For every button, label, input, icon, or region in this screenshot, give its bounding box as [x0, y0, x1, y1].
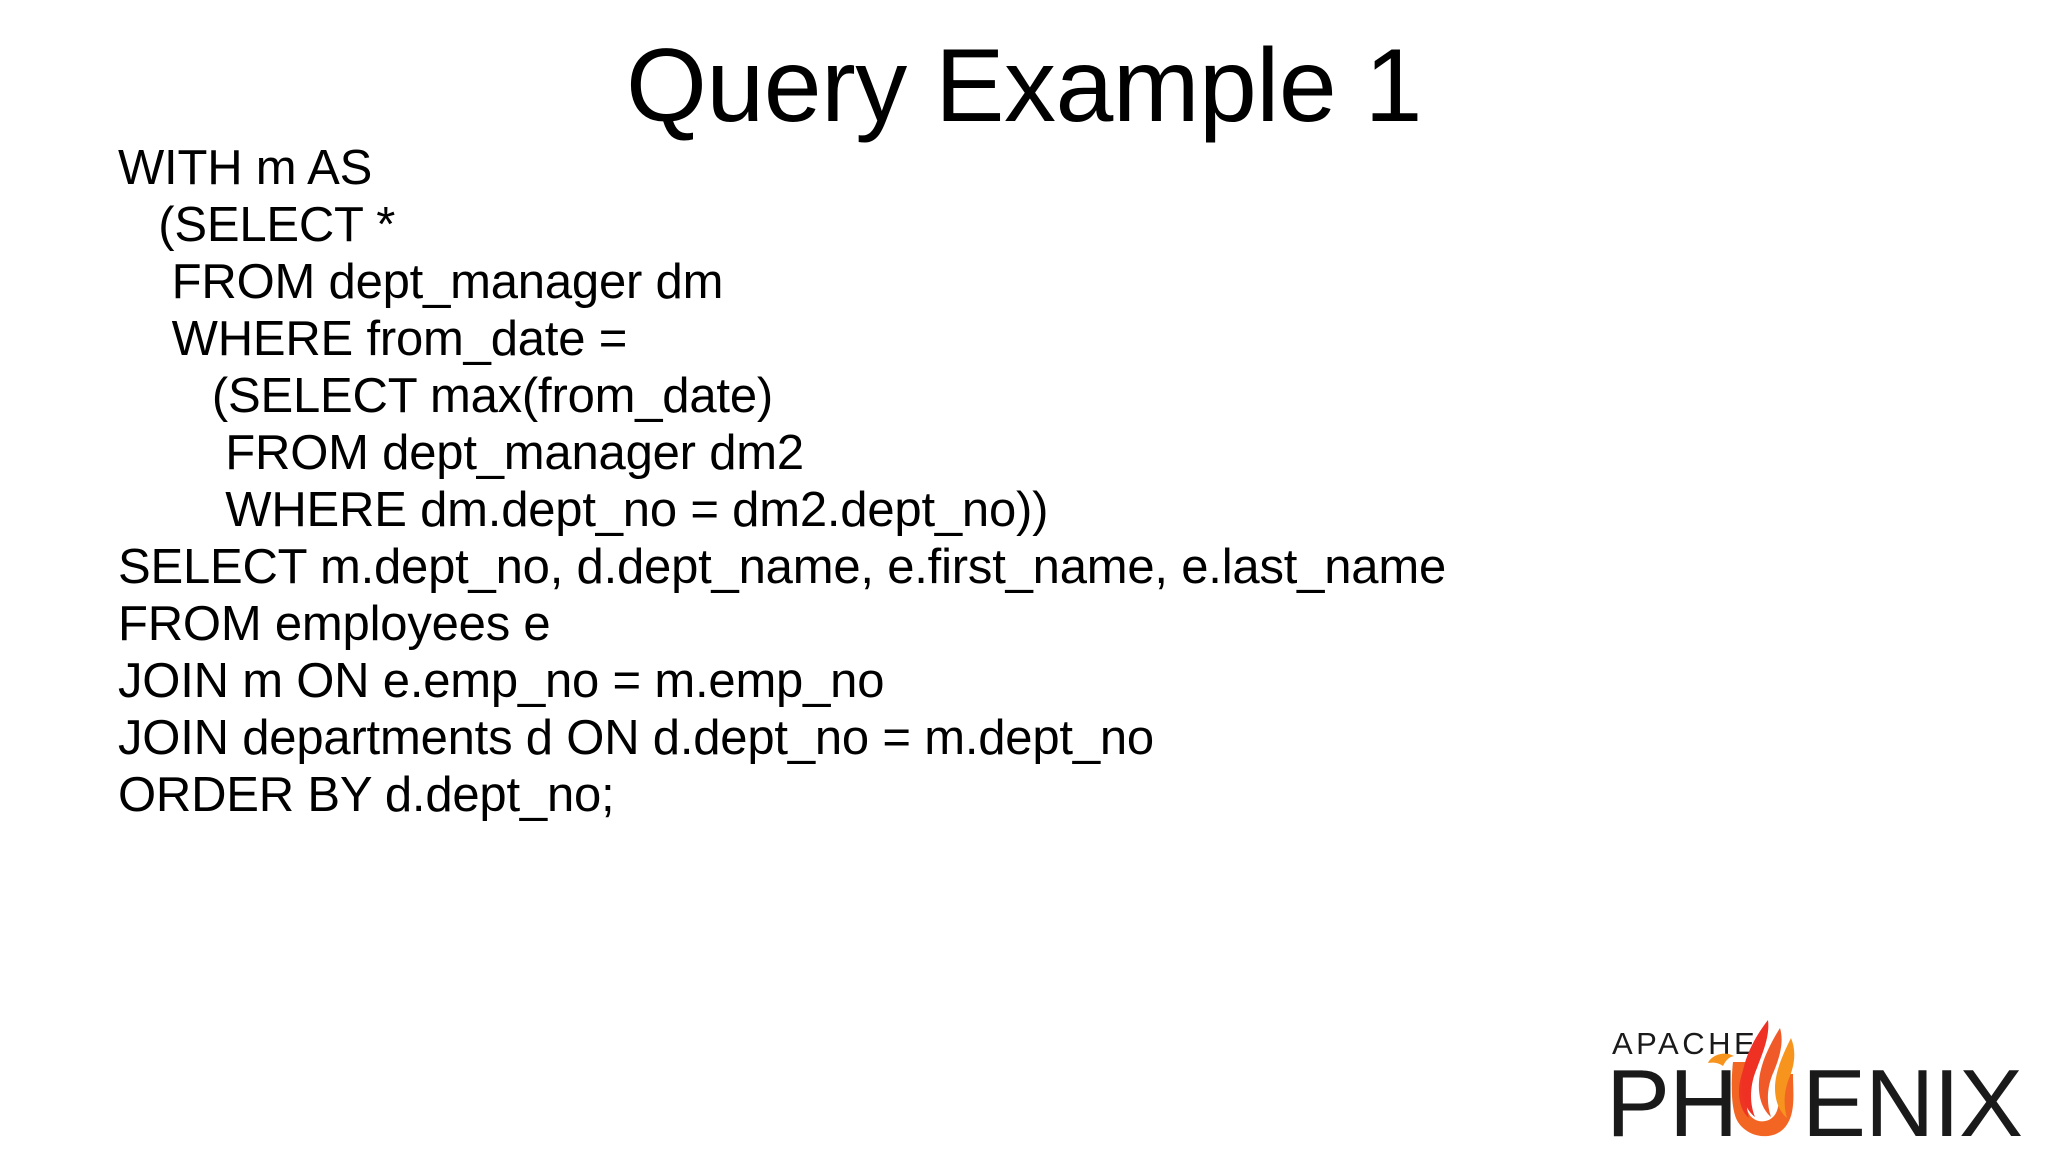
code-line: ORDER BY d.dept_no;	[118, 768, 615, 822]
code-line: FROM dept_manager dm2	[118, 426, 804, 480]
phoenix-flame-icon	[1708, 1020, 1795, 1137]
sql-code-block: WITH m AS (SELECT * FROM dept_manager dm…	[118, 140, 1938, 824]
code-line: FROM dept_manager dm	[118, 255, 724, 309]
code-line: JOIN m ON e.emp_no = m.emp_no	[118, 654, 885, 708]
code-line: (SELECT *	[118, 198, 396, 252]
code-line: SELECT m.dept_no, d.dept_name, e.first_n…	[118, 540, 1446, 594]
apache-phoenix-logo: APACHE PH ENIX	[1590, 1014, 2038, 1146]
logo-phoenix-right-text: ENIX	[1802, 1050, 2022, 1146]
page-title: Query Example 1	[626, 28, 1422, 144]
code-line: WHERE from_date =	[118, 312, 628, 366]
code-line: WITH m AS	[118, 141, 373, 195]
logo-phoenix-left-text: PH	[1606, 1050, 1737, 1146]
code-line: (SELECT max(from_date)	[118, 369, 773, 423]
code-line: FROM employees e	[118, 597, 551, 651]
code-line: JOIN departments d ON d.dept_no = m.dept…	[118, 711, 1154, 765]
code-line: WHERE dm.dept_no = dm2.dept_no))	[118, 483, 1049, 537]
